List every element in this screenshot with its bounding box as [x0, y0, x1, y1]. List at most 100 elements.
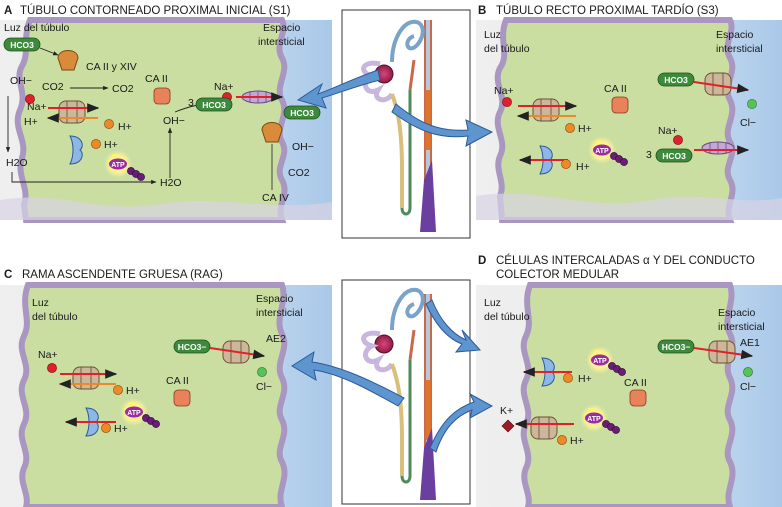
panel-d-cl-label: Cl− [740, 381, 756, 393]
panel-a-interstitial-label-1: Espacio [263, 22, 301, 34]
nephron-bottom-frame [341, 279, 471, 505]
panel-d-lumen-1: Luz [484, 297, 501, 309]
nephron-top [341, 9, 471, 239]
panel-d-h-label-2: H+ [570, 435, 584, 447]
panel-c-cell [18, 282, 288, 507]
nephron-top-distal-tubule [390, 19, 425, 63]
panel-b-three: 3 [646, 149, 652, 161]
panel-a-h-ion-2 [91, 139, 101, 149]
panel-c-na-label: Na+ [38, 349, 58, 361]
panel-a-ca-iv-label: CA IV [262, 192, 289, 204]
panel-a-lumen-label: Luz del túbulo [4, 22, 70, 34]
panel-b-nbc-exchanger [701, 141, 735, 155]
panel-a-na-label-2: Na+ [214, 81, 234, 93]
panel-b-hco3-badge-2 [655, 148, 693, 163]
panel-b-ca-ii-label: CA II [604, 83, 627, 95]
panel-c-interstitial-2: intersticial [256, 307, 303, 319]
arrow-to-panel-d-top [425, 299, 482, 353]
panel-c-h-label-2: H+ [114, 423, 128, 435]
panel-b-interstitial-1: Espacio [716, 29, 754, 41]
panel-c-ae2-label: AE2 [266, 333, 286, 345]
arrow-to-panel-a [296, 69, 381, 109]
panel-b-h-ion-2 [561, 159, 571, 169]
panel-d-hco3-badge [657, 339, 695, 354]
panel-c-ca-ii-label: CA II [166, 375, 189, 387]
panel-a-h2o-cell: H2O [160, 177, 182, 189]
panel-d-cl-ion [743, 367, 753, 377]
panel-c-lumen-2: del túbulo [32, 311, 78, 323]
panel-b-lumen-1: Luz [484, 29, 501, 41]
panel-c-h-ion [113, 385, 123, 395]
panel-b-na-label-2: Na+ [658, 125, 678, 137]
panel-d-atp-label: ATP [593, 358, 607, 365]
panel-d-letter: D [478, 255, 486, 267]
panel-a-hco3-badge [3, 37, 41, 52]
panel-b-nhe-transporter [532, 98, 560, 122]
panel-a-co2-lumen: CO2 [42, 81, 64, 93]
panel-d-interstitial-1: Espacio [718, 307, 756, 319]
panel-a-three: 3 [188, 97, 194, 109]
panel-b-h-label-2: H+ [576, 161, 590, 173]
panel-d-hco3-arrow [693, 347, 754, 360]
nephron-bottom-distal-tubule [390, 287, 425, 331]
panel-c-h-label: H+ [126, 385, 140, 397]
panel-a-co2-interstitial: CO2 [288, 167, 310, 179]
panel-a-hco3-badge-2 [195, 97, 233, 112]
panel-a-h-label-lumen: H+ [24, 116, 38, 128]
panel-a-oh-lumen: OH− [10, 75, 32, 87]
panel-a-basolateral-enzyme [261, 122, 283, 143]
panel-b-h-label: H+ [578, 123, 592, 135]
panel-d-h-label: H+ [578, 373, 592, 385]
panel-d-lumen-2: del túbulo [484, 311, 530, 323]
panel-d: D CÉLULAS INTERCALADAS α Y DEL CONDUCTO … [476, 254, 782, 507]
panel-b-hco3-arrow [693, 81, 750, 94]
panel-b-h-ion [565, 123, 575, 133]
panel-a-cell [14, 17, 288, 223]
panel-a-interstitial-label-2: intersticial [258, 36, 305, 48]
panel-a-na-label: Na+ [27, 101, 47, 113]
panel-b-hco3-label-2: HCO3 [662, 151, 686, 161]
panel-a-h-label-2: H+ [104, 139, 118, 151]
panel-d-cell [520, 282, 736, 507]
panel-b-na-label: Na+ [494, 85, 514, 97]
panel-b-cell [494, 17, 736, 223]
panel-b-cl-ion [747, 99, 757, 109]
panel-a-h2o-arrow [11, 172, 157, 185]
arrow-to-panel-c [291, 350, 405, 407]
panel-b-na-ion [502, 97, 512, 107]
panel-a-atp-label: ATP [111, 162, 125, 169]
panel-c-interstitial-1: Espacio [256, 293, 294, 305]
panel-b-basement-membrane [476, 193, 782, 220]
panel-a-ca-ii-icon [153, 87, 171, 105]
nephron-top-proximal-convoluted [361, 60, 395, 103]
nephron-top-loop [400, 90, 412, 216]
panel-c: C RAMA ASCENDENTE GRUESA (RAG) Luz del t… [0, 269, 332, 507]
nephron-top-frame [341, 9, 471, 239]
panel-c-cl-label: Cl− [256, 381, 272, 393]
panel-d-interstitial-2: intersticial [718, 321, 765, 333]
panel-a-title: TÚBULO CONTORNEADO PROXIMAL INICIAL (S1) [20, 4, 291, 17]
panel-d-k-label: K+ [500, 405, 513, 417]
nephron-top-proximal-straight [390, 93, 404, 208]
panel-a-h-label-cell: H+ [118, 121, 132, 133]
panel-a-hco3-badge-3 [283, 105, 321, 120]
panel-b-title: TÚBULO RECTO PROXIMAL TARDÍO (S3) [496, 4, 719, 17]
panel-a-h-ion [104, 119, 114, 129]
panel-d-hk-atpase [530, 416, 558, 440]
arrow-to-panel-b [391, 103, 494, 147]
panel-a-oh-cell: OH− [163, 115, 185, 127]
panel-b-atp-label: ATP [595, 148, 609, 155]
panel-a-ca-ii-label: CA II [145, 73, 168, 85]
panel-c-title: RAMA ASCENDENTE GRUESA (RAG) [22, 269, 223, 281]
panel-d-ca-ii-icon [629, 389, 647, 407]
nephron-bottom-loop [400, 360, 412, 484]
panel-d-title-2: COLECTOR MEDULAR [496, 269, 619, 281]
panel-b-interstitial-2: intersticial [716, 43, 763, 55]
panel-a-basement-membrane [0, 197, 332, 220]
panel-a-co2-cell: CO2 [112, 83, 134, 95]
panel-b-cl-label: Cl− [740, 117, 756, 129]
nephron-bottom-thick-ascending [408, 329, 416, 361]
panel-b-na-ion-2 [673, 135, 683, 145]
panel-c-na-ion [47, 363, 57, 373]
